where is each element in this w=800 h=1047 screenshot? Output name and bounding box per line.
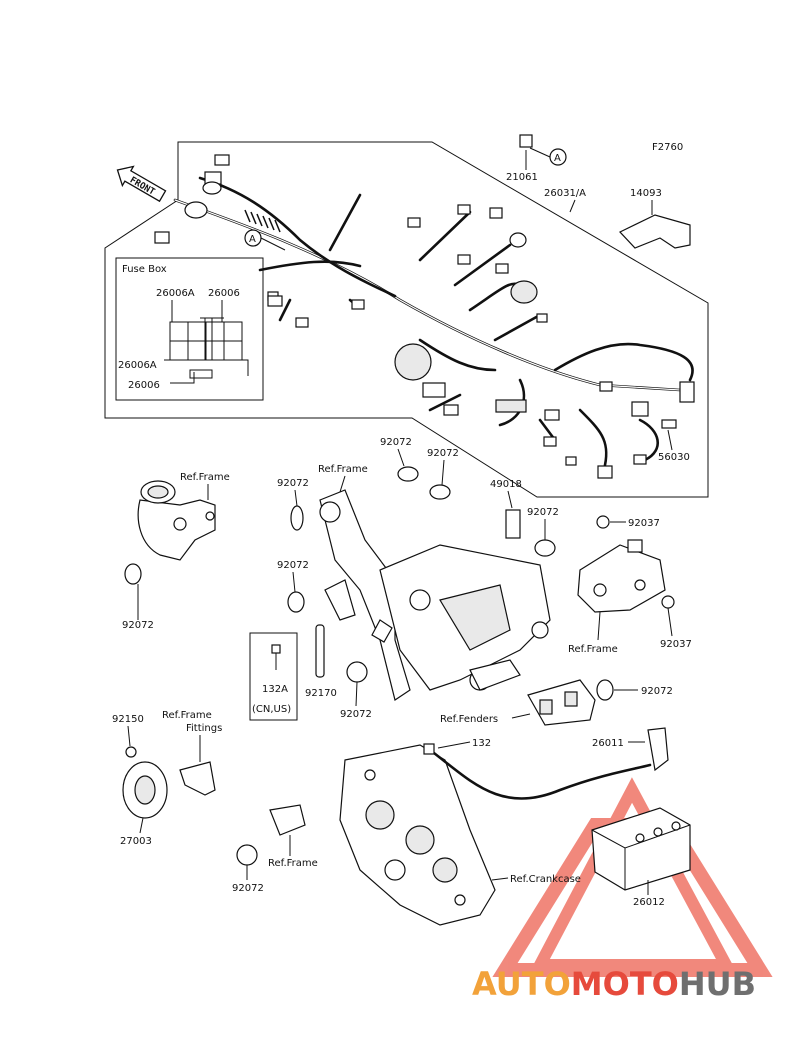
clamp-icons	[236, 466, 675, 866]
ref-frame-3: Ref.Frame	[568, 644, 618, 655]
bolt-132	[423, 743, 435, 755]
inset-132a	[249, 632, 298, 721]
part-27003: 27003	[120, 836, 152, 847]
frame-bracket-left	[124, 480, 216, 585]
fuse-label-2: 26006	[208, 288, 240, 299]
small-bracket	[269, 804, 306, 836]
part-14093: 14093	[630, 188, 662, 199]
crankcase	[339, 744, 496, 926]
part-92150: 92150	[112, 714, 144, 725]
part-132: 132	[472, 738, 491, 749]
part-92072-f: 92072	[340, 709, 372, 720]
frame-bracket-right	[577, 539, 666, 613]
part-92170: 92170	[305, 688, 337, 699]
fuse-box-title: Fuse Box	[122, 264, 167, 275]
ref-frame-2: Ref.Frame	[318, 464, 368, 475]
part-132a: 132A	[262, 684, 288, 695]
part-92037-a: 92037	[628, 518, 660, 529]
part-92072-d: 92072	[277, 478, 309, 489]
part-26011: 26011	[592, 738, 624, 749]
part-49018: 49018	[490, 479, 522, 490]
part-92072-h: 92072	[232, 883, 264, 894]
part-92072-g: 92072	[641, 686, 673, 697]
battery-26012	[591, 807, 691, 891]
part-92072-c: 92072	[427, 448, 459, 459]
fuse-label-4: 26006	[128, 380, 160, 391]
part-92072-i: 92072	[527, 507, 559, 518]
fuse-label-1: 26006A	[156, 288, 195, 299]
part-92072-e: 92072	[277, 560, 309, 571]
part-56030: 56030	[658, 452, 690, 463]
figure-code: F2760	[652, 142, 683, 153]
battery-cable	[428, 748, 652, 800]
ref-frame-4: Ref.Frame	[268, 858, 318, 869]
watermark-logo: AUTOMOTOHUB	[472, 965, 756, 1003]
part-92072-b: 92072	[380, 437, 412, 448]
main-wiring-harness	[154, 154, 695, 479]
ref-frame-1: Ref.Frame	[180, 472, 230, 483]
front-arrow-icon: FRONT	[116, 165, 167, 203]
strap-92170	[315, 624, 325, 678]
harness-outline	[104, 141, 709, 498]
fuse-box-inset: Fuse Box 26006A 26006 26006A 26006	[115, 257, 264, 401]
watermark-segment-2: MOTO	[571, 965, 679, 1003]
ref-crankcase: Ref.Crankcase	[510, 874, 581, 885]
ref-frame-fittings-2: Fittings	[186, 723, 222, 734]
relay-49018	[505, 509, 521, 539]
lead-26011	[647, 727, 669, 772]
connector-21061	[519, 134, 533, 148]
part-21061: 21061	[506, 172, 538, 183]
fuse-label-3: 26006A	[118, 360, 157, 371]
part-92037-b: 92037	[660, 639, 692, 650]
part-26031a: 26031/A	[544, 188, 586, 199]
part-132a-note: (CN,US)	[252, 704, 291, 715]
ref-frame-fittings-1: Ref.Frame	[162, 710, 212, 721]
ref-fenders: Ref.Fenders	[440, 714, 498, 725]
horn-27003	[122, 746, 216, 819]
part-26012: 26012	[633, 897, 665, 908]
frame-center	[319, 489, 551, 701]
callout-marker-a-2-label: A	[249, 234, 256, 245]
bracket-14093	[619, 214, 691, 249]
watermark-text: AUTOMOTOHUB	[472, 965, 756, 1003]
part-92072-a: 92072	[122, 620, 154, 631]
fenders-bracket	[527, 679, 596, 726]
callout-marker-a-1-label: A	[554, 153, 561, 164]
watermark-segment-3: HUB	[679, 965, 756, 1003]
watermark-segment-1: AUTO	[472, 965, 571, 1003]
